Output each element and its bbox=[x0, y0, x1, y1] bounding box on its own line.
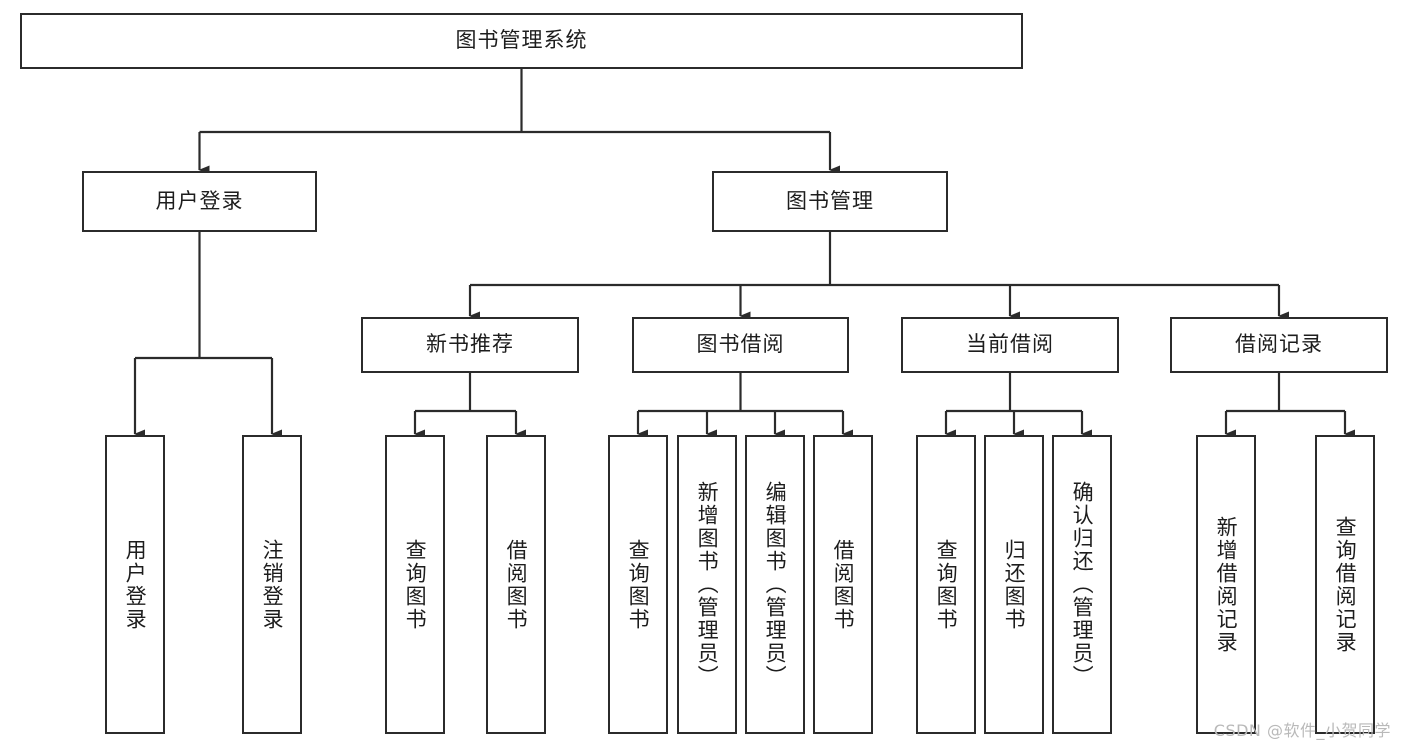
node-root-label: 图书管理系统 bbox=[455, 28, 588, 53]
node-leaf-query-book-current-label: 查询图书 bbox=[934, 538, 959, 631]
node-leaf-query-book-current[interactable]: 查询图书 bbox=[916, 435, 976, 734]
node-leaf-add-borrow-record-label: 新增借阅记录 bbox=[1214, 515, 1239, 654]
node-leaf-add-borrow-record[interactable]: 新增借阅记录 bbox=[1196, 435, 1256, 734]
node-book-management[interactable]: 图书管理 bbox=[712, 171, 948, 232]
node-root[interactable]: 图书管理系统 bbox=[20, 13, 1023, 69]
node-new-book-recommend-label: 新书推荐 bbox=[426, 332, 514, 357]
node-leaf-user-login[interactable]: 用户登录 bbox=[105, 435, 165, 734]
node-current-borrow[interactable]: 当前借阅 bbox=[901, 317, 1119, 373]
node-book-borrow[interactable]: 图书借阅 bbox=[632, 317, 849, 373]
node-leaf-query-book-borrow[interactable]: 查询图书 bbox=[608, 435, 668, 734]
node-leaf-query-book-recommend-label: 查询图书 bbox=[403, 538, 428, 631]
node-leaf-query-book-borrow-label: 查询图书 bbox=[626, 538, 651, 631]
node-leaf-borrow-book[interactable]: 借阅图书 bbox=[813, 435, 873, 734]
node-leaf-confirm-return-label: 确认归还（管理员） bbox=[1070, 481, 1095, 688]
node-leaf-add-book-label: 新增图书（管理员） bbox=[695, 481, 720, 688]
node-book-management-label: 图书管理 bbox=[786, 188, 874, 213]
node-leaf-query-book-recommend[interactable]: 查询图书 bbox=[385, 435, 445, 734]
node-leaf-edit-book-label: 编辑图书（管理员） bbox=[763, 481, 788, 688]
node-leaf-edit-book[interactable]: 编辑图书（管理员） bbox=[745, 435, 805, 734]
node-leaf-borrow-book-recommend-label: 借阅图书 bbox=[504, 538, 529, 631]
node-leaf-user-login-label: 用户登录 bbox=[123, 538, 148, 631]
watermark: CSDN @软件_小贺同学 bbox=[1213, 721, 1391, 740]
node-leaf-confirm-return[interactable]: 确认归还（管理员） bbox=[1052, 435, 1112, 734]
node-leaf-logout-label: 注销登录 bbox=[260, 538, 285, 631]
node-current-borrow-label: 当前借阅 bbox=[966, 332, 1054, 357]
node-leaf-borrow-book-recommend[interactable]: 借阅图书 bbox=[486, 435, 546, 734]
node-user-login[interactable]: 用户登录 bbox=[82, 171, 317, 232]
node-borrow-record-label: 借阅记录 bbox=[1235, 332, 1323, 357]
node-leaf-add-book[interactable]: 新增图书（管理员） bbox=[677, 435, 737, 734]
node-new-book-recommend[interactable]: 新书推荐 bbox=[361, 317, 579, 373]
node-leaf-return-book[interactable]: 归还图书 bbox=[984, 435, 1044, 734]
node-leaf-return-book-label: 归还图书 bbox=[1002, 538, 1027, 631]
node-leaf-query-borrow-record-label: 查询借阅记录 bbox=[1333, 515, 1358, 654]
node-user-login-label: 用户登录 bbox=[155, 188, 244, 213]
node-borrow-record[interactable]: 借阅记录 bbox=[1170, 317, 1388, 373]
node-leaf-borrow-book-label: 借阅图书 bbox=[831, 538, 856, 631]
node-leaf-query-borrow-record[interactable]: 查询借阅记录 bbox=[1315, 435, 1375, 734]
node-leaf-logout[interactable]: 注销登录 bbox=[242, 435, 302, 734]
node-book-borrow-label: 图书借阅 bbox=[696, 332, 785, 357]
